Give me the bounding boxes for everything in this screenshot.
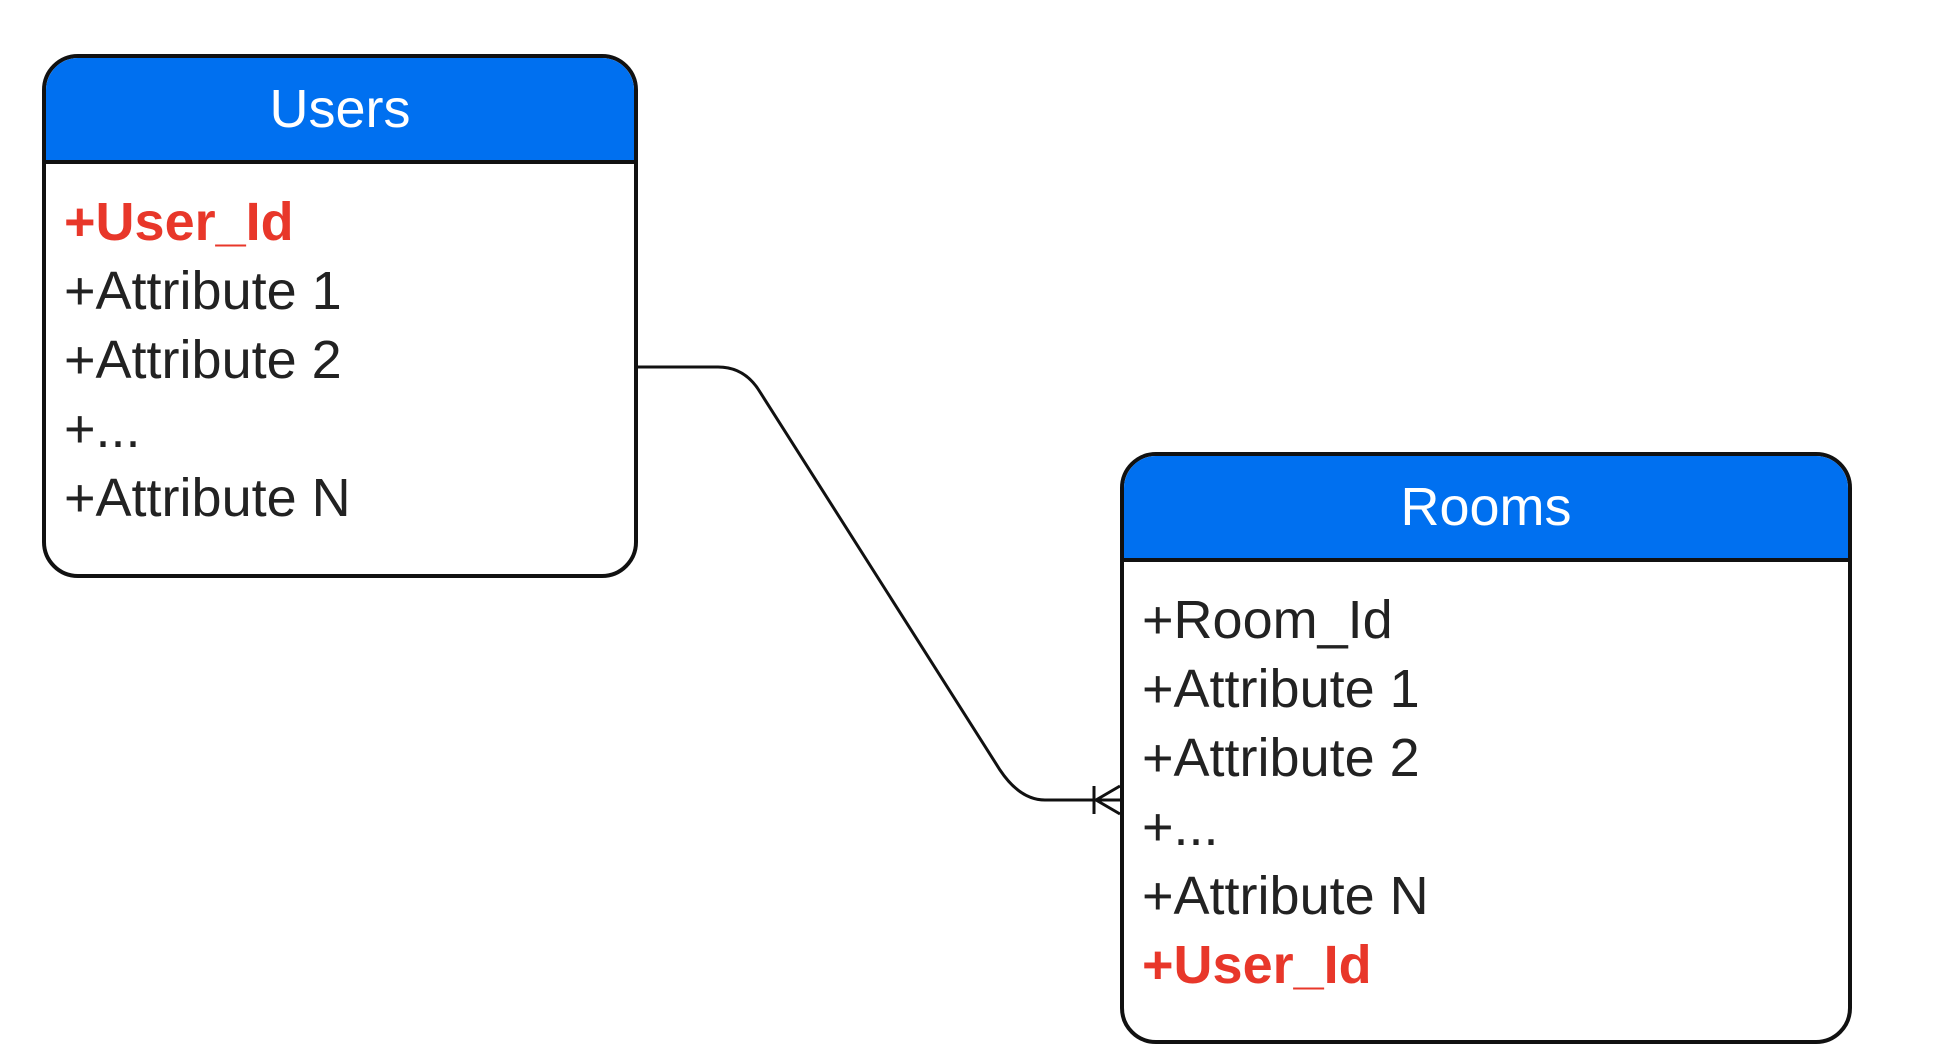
entity-users-attributes: +User_Id +Attribute 1 +Attribute 2 +... …	[46, 164, 634, 533]
connector-line[interactable]	[638, 365, 1120, 802]
key-attribute-row[interactable]: +User_Id	[64, 192, 294, 252]
crows-foot-icon	[1092, 784, 1121, 816]
attribute-row[interactable]: +Room_Id	[1142, 590, 1393, 650]
entity-users[interactable]: Users +User_Id +Attribute 1 +Attribute 2…	[42, 54, 638, 578]
attribute-row[interactable]: +Attribute N	[1142, 866, 1429, 926]
entity-rooms-header[interactable]: Rooms	[1124, 456, 1848, 562]
entity-rooms[interactable]: Rooms +Room_Id +Attribute 1 +Attribute 2…	[1120, 452, 1852, 1044]
entity-rooms-title: Rooms	[1400, 477, 1572, 537]
attribute-row[interactable]: +...	[64, 399, 141, 459]
entity-rooms-attributes: +Room_Id +Attribute 1 +Attribute 2 +... …	[1124, 562, 1848, 1000]
attribute-row[interactable]: +Attribute 2	[64, 330, 342, 390]
attribute-row[interactable]: +Attribute 2	[1142, 728, 1420, 788]
attribute-row[interactable]: +Attribute 1	[1142, 659, 1420, 719]
entity-users-header[interactable]: Users	[46, 58, 634, 164]
attribute-row[interactable]: +...	[1142, 797, 1219, 857]
attribute-row[interactable]: +Attribute 1	[64, 261, 342, 321]
entity-users-title: Users	[269, 79, 411, 139]
key-attribute-row[interactable]: +User_Id	[1142, 935, 1372, 995]
attribute-row[interactable]: +Attribute N	[64, 468, 351, 528]
